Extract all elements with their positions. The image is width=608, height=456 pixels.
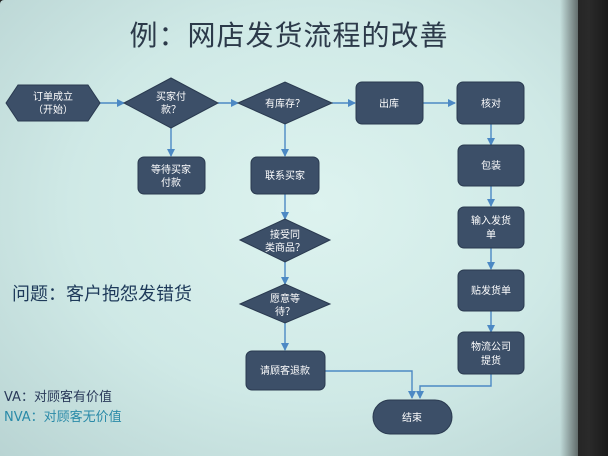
process-verify: 核对	[456, 81, 525, 125]
process-logistics: 物流公司 提货	[457, 331, 525, 375]
process-refund-label: 请顾客退款	[260, 364, 310, 377]
process-pack-label: 包装	[481, 159, 501, 172]
decision-accept-similar-line-1: 接受同	[270, 228, 300, 241]
decision-accept-similar: 接受同 类商品？	[238, 218, 332, 263]
decision-stock: 有库存？	[236, 81, 334, 125]
decision-stock-label: 有库存？	[265, 97, 305, 110]
legend-nva: NVA：对顾客无价值	[4, 410, 122, 425]
process-pack: 包装	[457, 144, 525, 187]
process-wait-payment-line-2: 付款	[161, 176, 181, 189]
process-wait-payment: 等待买家 付款	[137, 156, 206, 195]
process-enter-invoice-line-2: 单	[486, 229, 496, 241]
decision-paid-line-1: 买家付	[156, 90, 186, 103]
decision-willing-wait: 愿意等 待？	[238, 283, 332, 324]
process-logistics-line-1: 物流公司	[471, 340, 511, 353]
process-enter-invoice: 输入发货 单	[457, 206, 525, 249]
process-logistics-line-2: 提货	[481, 354, 501, 367]
decision-paid-line-2: 款？	[161, 103, 181, 116]
projector-edge-shadow	[560, 0, 608, 456]
process-refund: 请顾客退款	[245, 350, 326, 391]
decision-willing-wait-line-2: 待？	[275, 305, 295, 318]
process-outbound-label: 出库	[379, 97, 399, 110]
issue-statement: 问题：客户抱怨发错货	[12, 284, 192, 305]
process-contact-buyer: 联系买家	[250, 156, 320, 195]
arrow-refund-to-end	[325, 370, 416, 399]
process-wait-payment-line-1: 等待买家	[151, 163, 191, 176]
slide-title: 例：网店发货流程的改善	[129, 19, 449, 52]
process-outbound: 出库	[355, 81, 424, 125]
process-enter-invoice-line-1: 输入发货	[471, 214, 511, 227]
decision-paid: 买家付 款？	[122, 77, 220, 129]
process-attach-invoice: 贴发货单	[457, 269, 525, 312]
connectors	[100, 99, 495, 399]
legend-va: VA：对顾客有价值	[4, 390, 112, 405]
end-node-label: 结束	[402, 411, 422, 424]
process-verify-label: 核对	[481, 97, 501, 110]
start-node-line-1: 订单成立	[33, 90, 73, 103]
arrow-logistics-to-end	[416, 374, 492, 399]
end-node: 结束	[372, 399, 453, 435]
decision-willing-wait-line-1: 愿意等	[270, 292, 300, 305]
decision-accept-similar-line-2: 类商品？	[265, 241, 305, 254]
process-contact-buyer-label: 联系买家	[265, 169, 305, 182]
process-attach-invoice-label: 贴发货单	[471, 284, 511, 297]
start-node-line-2: （开始）	[33, 103, 73, 116]
start-node: 订单成立 （开始）	[5, 84, 101, 122]
